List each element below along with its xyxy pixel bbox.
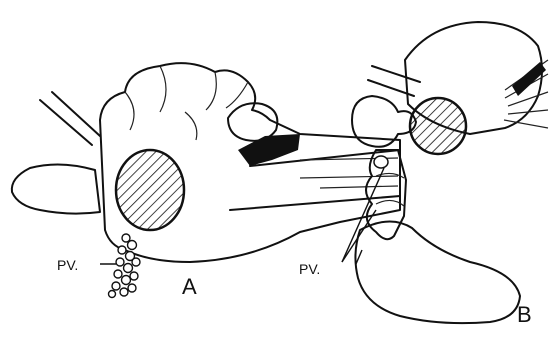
panel-b-drawing xyxy=(342,22,548,323)
hatched-section-b xyxy=(410,98,466,154)
pv-label-a: PV. xyxy=(57,257,78,273)
pv-label-b: PV. xyxy=(299,261,320,277)
vessel-left-a xyxy=(40,92,100,145)
vessel-left-b xyxy=(368,66,420,96)
hatched-section-a xyxy=(116,150,184,230)
panel-a-letter: A xyxy=(182,274,197,299)
panel-b-letter: B xyxy=(517,302,532,327)
left-lobe-a xyxy=(12,164,100,213)
